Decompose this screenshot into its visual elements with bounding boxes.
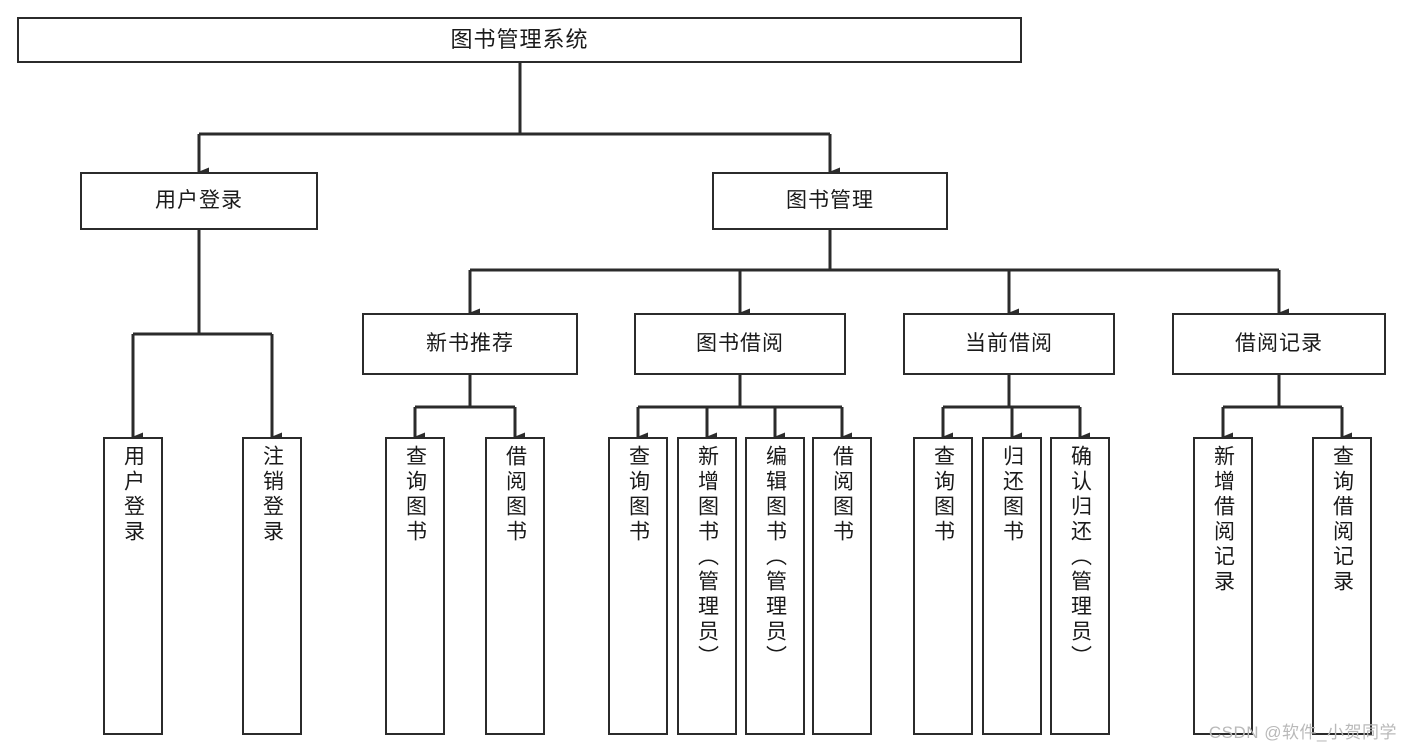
node-leaf-query-book-3[interactable]: 查询图书 — [913, 437, 973, 735]
node-label: 当前借阅 — [965, 331, 1053, 355]
node-current-borrow[interactable]: 当前借阅 — [903, 313, 1115, 375]
node-leaf-query-book-1[interactable]: 查询图书 — [385, 437, 445, 735]
node-label: 查询图书 — [626, 445, 650, 545]
node-label: 注销登录 — [260, 445, 284, 545]
node-label: 图书借阅 — [696, 331, 784, 355]
node-label: 用户登录 — [155, 188, 243, 212]
node-label: 借阅图书 — [503, 445, 527, 545]
node-leaf-borrow-book-1[interactable]: 借阅图书 — [485, 437, 545, 735]
node-label: 新增借阅记录 — [1211, 445, 1235, 595]
node-book-borrow[interactable]: 图书借阅 — [634, 313, 846, 375]
node-label: 查询借阅记录 — [1330, 445, 1354, 595]
node-leaf-query-record[interactable]: 查询借阅记录 — [1312, 437, 1372, 735]
node-leaf-add-book[interactable]: 新增图书（管理员） — [677, 437, 737, 735]
node-label: 新书推荐 — [426, 331, 514, 355]
node-root[interactable]: 图书管理系统 — [17, 17, 1022, 63]
node-label: 新增图书（管理员） — [695, 445, 719, 670]
node-leaf-edit-book[interactable]: 编辑图书（管理员） — [745, 437, 805, 735]
edge-group — [131, 63, 1352, 442]
node-leaf-user-login[interactable]: 用户登录 — [103, 437, 163, 735]
node-user-login[interactable]: 用户登录 — [80, 172, 318, 230]
node-label: 用户登录 — [121, 445, 145, 545]
node-leaf-query-book-2[interactable]: 查询图书 — [608, 437, 668, 735]
node-label: 编辑图书（管理员） — [763, 445, 787, 670]
node-borrow-record[interactable]: 借阅记录 — [1172, 313, 1386, 375]
node-leaf-logout[interactable]: 注销登录 — [242, 437, 302, 735]
watermark: CSDN @软件_小贺同学 — [1208, 723, 1397, 742]
node-label: 图书管理系统 — [450, 27, 589, 53]
node-book-management[interactable]: 图书管理 — [712, 172, 948, 230]
node-new-book-recommend[interactable]: 新书推荐 — [362, 313, 578, 375]
node-leaf-borrow-book-2[interactable]: 借阅图书 — [812, 437, 872, 735]
node-label: 查询图书 — [403, 445, 427, 545]
node-leaf-confirm-return[interactable]: 确认归还（管理员） — [1050, 437, 1110, 735]
node-label: 借阅图书 — [830, 445, 854, 545]
node-leaf-add-record[interactable]: 新增借阅记录 — [1193, 437, 1253, 735]
node-label: 图书管理 — [786, 188, 874, 212]
node-leaf-return-book[interactable]: 归还图书 — [982, 437, 1042, 735]
node-label: 借阅记录 — [1235, 331, 1323, 355]
node-label: 确认归还（管理员） — [1068, 445, 1092, 670]
node-label: 查询图书 — [931, 445, 955, 545]
node-label: 归还图书 — [1000, 445, 1024, 545]
